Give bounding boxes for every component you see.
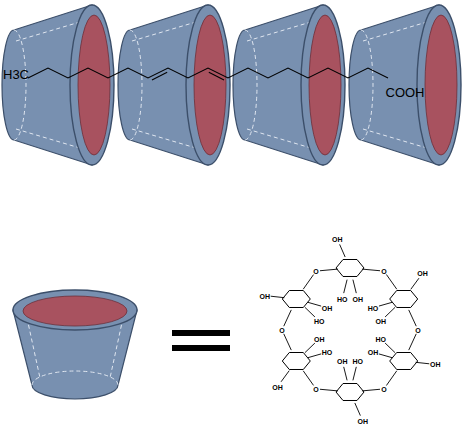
atom-label: HO: [352, 358, 363, 365]
equals-sign: [172, 345, 230, 351]
equals-sign: [172, 330, 230, 336]
atom-label: OH: [272, 383, 283, 390]
glycosidic-bond: [320, 269, 338, 271]
bond: [353, 367, 356, 380]
hidden-edge: [14, 30, 26, 140]
carboxyl-end: COOH: [386, 86, 425, 99]
cone-rim: [186, 5, 230, 165]
glycosidic-bond: [362, 389, 380, 391]
hidden-edge: [245, 30, 257, 140]
hidden-edge: [32, 371, 118, 385]
atom-label: O: [313, 268, 318, 275]
atom-label: O: [381, 268, 386, 275]
cyclodextrin-cone: [118, 5, 230, 165]
bond: [308, 302, 321, 306]
alkyl-chain: [28, 68, 388, 78]
methyl-end: H3C: [3, 68, 29, 81]
double-bond: [209, 72, 224, 80]
atom-label: OH: [376, 318, 387, 325]
glucose-ring: [282, 291, 310, 308]
atom-label: O: [313, 385, 318, 392]
cone-cavity: [23, 296, 127, 326]
cone-cavity: [309, 15, 341, 155]
bond: [379, 302, 392, 306]
glycosidic-bond: [386, 274, 396, 289]
bond: [281, 371, 289, 382]
glycosidic-bond: [284, 310, 292, 326]
bond: [303, 274, 313, 289]
atom-label: OH: [314, 335, 325, 342]
atom-label: OH: [259, 292, 270, 299]
glycosidic-bond: [303, 371, 313, 386]
atom-label: OH: [337, 358, 348, 365]
bond: [308, 354, 321, 358]
bond: [409, 310, 417, 326]
bond: [416, 362, 430, 364]
atom-label: OH: [332, 235, 343, 242]
atom-label: OH: [352, 295, 363, 302]
bond: [355, 403, 361, 416]
bond: [340, 244, 346, 257]
hidden-edge: [361, 30, 373, 140]
bond: [385, 307, 395, 317]
bond: [344, 367, 347, 380]
bond: [353, 280, 356, 293]
atom-label: O: [279, 327, 284, 334]
cone-cavity: [78, 15, 110, 155]
atom-label: OH: [368, 349, 379, 356]
bond: [305, 307, 315, 317]
cyclodextrin-cone: [13, 290, 137, 399]
cone-rim: [70, 5, 114, 165]
bond: [411, 278, 419, 289]
bond: [344, 280, 347, 293]
atom-label: OH: [430, 361, 441, 368]
atom-label: O: [415, 327, 420, 334]
atom-label: HO: [314, 318, 325, 325]
atom-label: OH: [358, 418, 369, 425]
bond: [385, 343, 395, 353]
bond: [379, 354, 392, 358]
atom-label: OH: [417, 270, 428, 277]
atom-label: HO: [322, 349, 333, 356]
atom-label: HO: [376, 335, 387, 342]
cyclodextrin-cone: [2, 5, 114, 165]
glucose-ring: [336, 260, 364, 277]
atom-label: HO: [368, 304, 379, 311]
bond: [386, 371, 396, 386]
bond: [271, 296, 285, 298]
bond: [284, 334, 292, 350]
glucose-ring: [282, 353, 310, 370]
atom-label: O: [381, 385, 386, 392]
atom-label: HO: [337, 295, 348, 302]
cyclodextrin-cone: [233, 5, 345, 165]
hidden-edge: [130, 30, 142, 140]
atom-label: OH: [322, 304, 333, 311]
cone-cavity: [194, 15, 226, 155]
glucose-ring: [390, 353, 418, 370]
double-bond: [152, 72, 167, 80]
cone-cavity: [425, 15, 457, 155]
glycosidic-bond: [409, 334, 417, 350]
glucose-ring: [390, 291, 418, 308]
cone-rim: [301, 5, 345, 165]
bond: [305, 343, 315, 353]
cyclodextrin-structure: [271, 244, 430, 415]
glucose-ring: [336, 384, 364, 401]
cone-rim: [13, 290, 137, 330]
bond: [362, 269, 380, 271]
cyclodextrin-cone: [349, 5, 461, 165]
bond: [320, 389, 338, 391]
